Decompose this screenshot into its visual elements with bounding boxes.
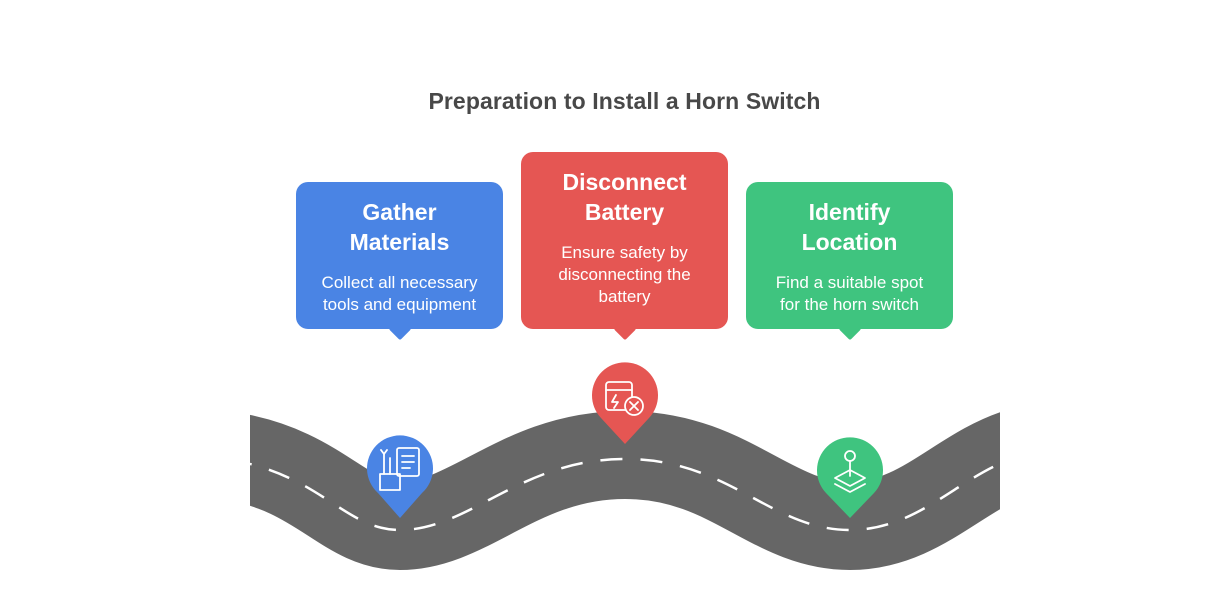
step-description: Collect all necessary tools and equipmen… [321,273,478,314]
step-title: Identify Location [801,199,898,255]
winding-road [250,410,1000,571]
road-surface [250,410,1000,571]
step-description: Find a suitable spot for the horn switch [775,273,924,314]
battery-disconnect-icon [592,362,658,444]
step-title: Disconnect Battery [562,169,687,225]
tools-documents-icon [367,435,433,518]
step-title: Gather Materials [349,199,450,255]
diagram-title: Preparation to Install a Horn Switch [428,88,821,114]
location-pin-icon [817,437,883,518]
step-card-disconnect-battery: Disconnect Battery Ensure safety by disc… [521,152,728,341]
step-card-gather-materials: Gather Materials Collect all necessary t… [296,182,503,341]
step-description: Ensure safety by disconnecting the batte… [558,243,691,306]
step-card-identify-location: Identify Location Find a suitable spot f… [746,182,953,341]
